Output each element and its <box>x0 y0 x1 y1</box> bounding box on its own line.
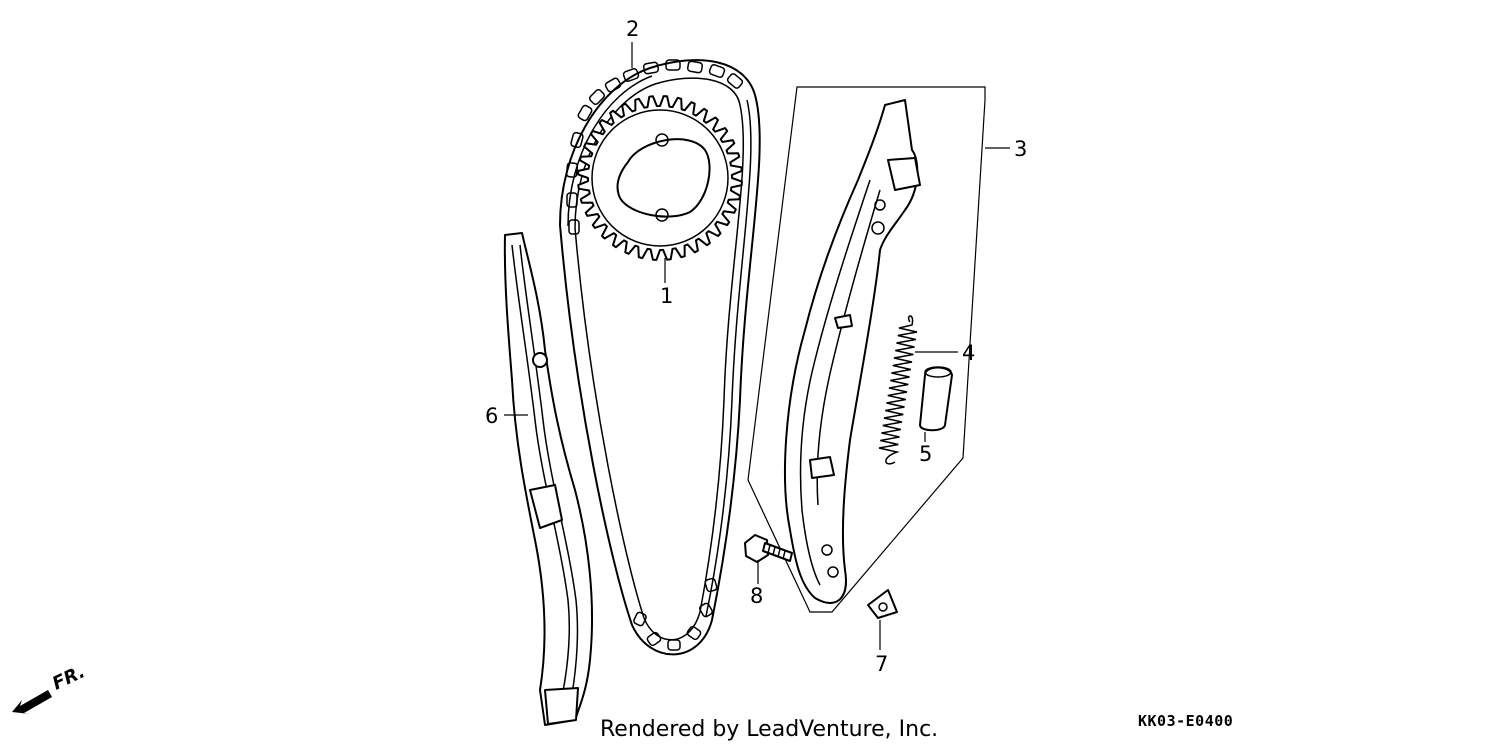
front-arrow-icon <box>12 690 52 714</box>
tensioner-rubber[interactable] <box>919 366 953 432</box>
front-label: FR. <box>49 661 88 694</box>
callout-8: 8 <box>750 584 763 608</box>
cam-sprocket[interactable] <box>577 95 743 261</box>
callout-6: 6 <box>485 404 498 428</box>
diagram-code: KK03-E0400 <box>1138 712 1234 730</box>
tensioner-plate[interactable] <box>867 589 898 619</box>
tensioner-spring[interactable] <box>878 315 918 465</box>
assembly-outline <box>747 86 986 613</box>
cam-chain-guide[interactable] <box>503 232 594 726</box>
callout-3: 3 <box>1014 137 1027 161</box>
credit-text: Rendered by LeadVenture, Inc. <box>600 717 939 742</box>
callout-1: 1 <box>660 284 673 308</box>
callout-5: 5 <box>919 442 932 466</box>
leader-lines <box>504 42 1010 650</box>
front-direction-indicator: FR. <box>12 661 88 714</box>
bolt[interactable] <box>744 534 793 563</box>
callout-2: 2 <box>626 17 639 41</box>
callout-7: 7 <box>875 652 888 676</box>
cam-chain-tensioner[interactable] <box>784 99 921 604</box>
callout-4: 4 <box>962 341 975 365</box>
